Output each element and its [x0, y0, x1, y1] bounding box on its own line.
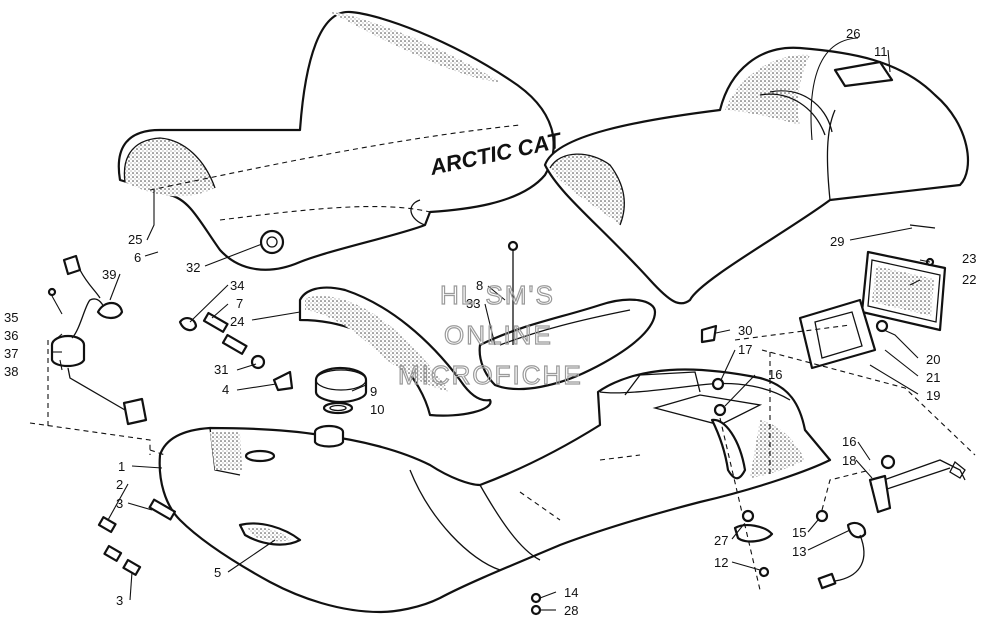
watermark: HL SM'S ONLINE MICROFICHE — [397, 279, 583, 390]
seat-knob-32 — [259, 229, 285, 255]
callout-27: 27 — [714, 533, 728, 548]
seat-base — [298, 286, 492, 417]
hardware-parts — [97, 224, 966, 616]
callout-5: 5 — [214, 565, 221, 580]
callout-15: 15 — [792, 525, 806, 540]
callout-35: 35 — [4, 310, 18, 325]
callout-labels: 26 11 25 6 32 29 39 34 7 24 8 33 30 17 1… — [4, 26, 976, 618]
callout-23: 23 — [962, 251, 976, 266]
callout-30: 30 — [738, 323, 752, 338]
seat-bracket — [478, 240, 657, 391]
callout-31: 31 — [214, 362, 228, 377]
callout-12: 12 — [714, 555, 728, 570]
assembly-lines — [29, 324, 976, 591]
callout-39: 39 — [102, 267, 116, 282]
callout-33: 33 — [466, 296, 480, 311]
callout-4: 4 — [222, 382, 229, 397]
callout-13: 13 — [792, 544, 806, 559]
callout-21: 21 — [926, 370, 940, 385]
callout-24: 24 — [230, 314, 244, 329]
callout-32: 32 — [186, 260, 200, 275]
watermark-line-2: ONLINE — [444, 320, 553, 350]
callout-16a: 16 — [768, 367, 782, 382]
callout-22: 22 — [962, 272, 976, 287]
callout-19: 19 — [926, 388, 940, 403]
callout-37: 37 — [4, 346, 18, 361]
callout-26: 26 — [846, 26, 860, 41]
callout-25: 25 — [128, 232, 142, 247]
rear-seat — [543, 46, 970, 305]
callout-6: 6 — [134, 250, 141, 265]
callout-17: 17 — [738, 342, 752, 357]
tail-light — [860, 250, 947, 332]
callout-7: 7 — [236, 296, 243, 311]
callout-9: 9 — [370, 384, 377, 399]
callout-8: 8 — [476, 278, 483, 293]
leader-lines — [51, 37, 931, 611]
watermark-line-3: MICROFICHE — [398, 360, 583, 390]
gas-cap — [314, 366, 368, 415]
callout-10: 10 — [370, 402, 384, 417]
callout-36: 36 — [4, 328, 18, 343]
callout-2: 2 — [116, 477, 123, 492]
callout-18: 18 — [842, 453, 856, 468]
fuel-sender — [47, 254, 148, 426]
tail-light-bracket — [798, 298, 889, 370]
callout-3b: 3 — [116, 593, 123, 608]
callout-20: 20 — [926, 352, 940, 367]
callout-3a: 3 — [116, 496, 123, 511]
callout-16b: 16 — [842, 434, 856, 449]
chassis-tank — [158, 368, 832, 614]
callout-11: 11 — [874, 44, 888, 59]
callout-1: 1 — [118, 459, 125, 474]
callout-34: 34 — [230, 278, 244, 293]
front-seat: ARCTIC CAT — [117, 10, 564, 271]
callout-28: 28 — [564, 603, 578, 618]
callout-14: 14 — [564, 585, 578, 600]
callout-38: 38 — [4, 364, 18, 379]
watermark-line-1: HL SM'S — [440, 280, 555, 310]
callout-29: 29 — [830, 234, 844, 249]
